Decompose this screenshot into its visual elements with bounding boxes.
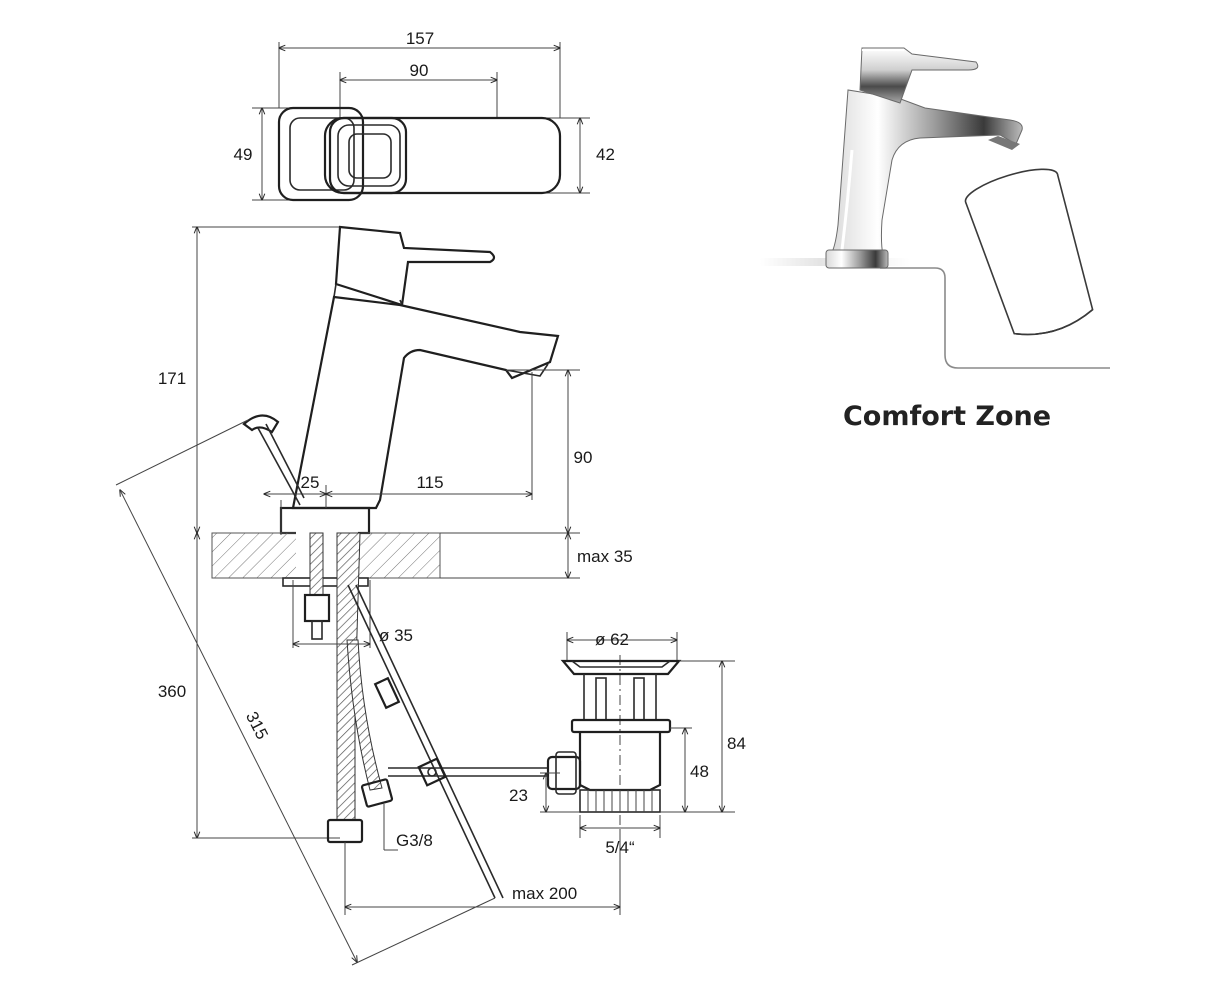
side-view (115, 225, 620, 966)
dim-rod-length: 315 (242, 709, 272, 743)
drain-thread (587, 790, 653, 812)
dim-top-inner-width: 90 (410, 61, 429, 80)
dim-spout-height: 90 (574, 448, 593, 467)
dim-height-total: 171 (158, 369, 186, 388)
dim-drain-body-height: 48 (690, 762, 709, 781)
dim-drain-height: 84 (727, 734, 746, 753)
dim-top-width: 157 (406, 29, 434, 48)
dim-deck-thickness: max 35 (577, 547, 633, 566)
dim-drain-outlet-height: 23 (509, 786, 528, 805)
dim-drain-diameter: ø 62 (595, 630, 629, 649)
top-view (252, 42, 590, 202)
dim-overall-height: 360 (158, 682, 186, 701)
comfort-zone-illustration (760, 47, 1110, 369)
dim-top-left-height: 49 (234, 145, 253, 164)
dim-top-right-height: 42 (596, 145, 615, 164)
dim-base-offset: 25 (301, 473, 320, 492)
dim-hose-thread: G3/8 (396, 831, 433, 850)
dim-drain-thread: 5/4“ (605, 838, 635, 857)
dim-spout-reach: 115 (416, 473, 443, 492)
dim-max-distance: max 200 (512, 884, 577, 903)
drain-assembly (540, 632, 735, 915)
dim-hole-diameter: ø 35 (379, 626, 413, 645)
comfort-zone-caption: Comfort Zone (843, 401, 1051, 432)
